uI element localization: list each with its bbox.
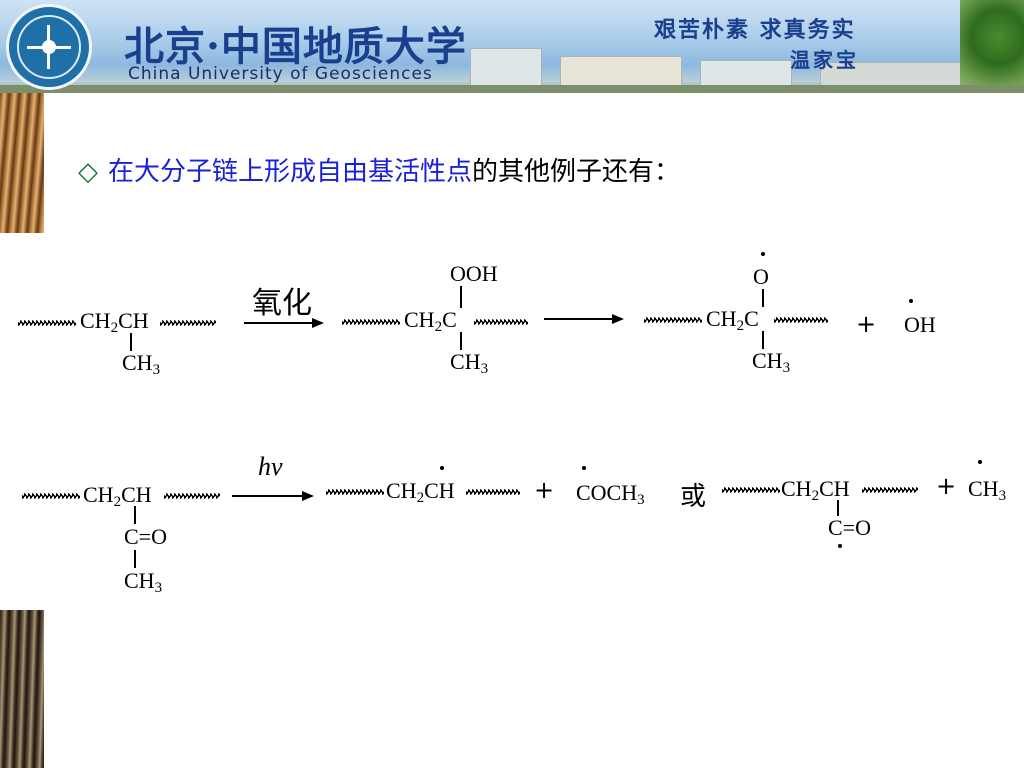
diamond-bullet-icon: ◇	[78, 157, 98, 187]
bond-line	[134, 550, 136, 568]
r1-product-main: CH2C	[706, 306, 759, 334]
slide-heading: ◇ 在大分子链上形成自由基活性点的其他例子还有：	[78, 152, 680, 192]
banner-trees	[960, 0, 1024, 93]
polymer-chain-wave	[774, 316, 828, 324]
bond-line	[460, 332, 462, 350]
polymer-chain-wave	[474, 318, 528, 326]
motto-line-2: 温家宝	[790, 48, 859, 72]
bond-line	[460, 286, 462, 308]
r1-intermediate-top: OOH	[450, 261, 498, 286]
polymer-chain-wave	[466, 488, 520, 496]
polymer-chain-wave	[160, 319, 216, 327]
r2-arrow-label: hν	[258, 452, 283, 481]
r1-product-top: O	[753, 264, 769, 289]
radical-dot-icon	[909, 299, 913, 303]
radical-dot-icon	[838, 544, 842, 548]
polymer-chain-wave	[18, 319, 76, 327]
radical-dot-icon	[440, 466, 444, 470]
bond-line	[837, 500, 839, 516]
side-decoration-bottom	[0, 610, 44, 768]
polymer-chain-wave	[326, 488, 384, 496]
reaction-arrow-line	[232, 495, 304, 497]
university-logo-icon	[6, 4, 92, 90]
arrow-head-icon	[302, 491, 314, 501]
r1-intermediate-substituent: CH3	[450, 349, 489, 377]
r2-product3-carbonyl: C=O	[828, 515, 871, 540]
r2-reactant-main: CH2CH	[83, 482, 152, 510]
polymer-chain-wave	[164, 492, 220, 500]
r2-product4: CH3	[968, 476, 1007, 504]
bond-line	[762, 331, 764, 349]
polymer-chain-wave	[644, 316, 702, 324]
polymer-chain-wave	[722, 486, 780, 494]
r1-reactant-main: CH2CH	[80, 308, 149, 336]
reaction-arrow-line	[244, 322, 314, 324]
university-name-en: China University of Geosciences	[128, 64, 433, 84]
r1-byproduct: OH	[904, 312, 936, 337]
r2-product3-main: CH2CH	[781, 476, 850, 504]
header-banner: 北京·中国地质大学 China University of Geoscience…	[0, 0, 1024, 93]
bond-line	[130, 333, 132, 351]
r2-reactant-carbonyl: C=O	[124, 524, 167, 549]
r1-arrow-label: 氧化	[252, 286, 312, 321]
r2-product2: COCH3	[576, 480, 645, 508]
r1-intermediate-main: CH2C	[404, 307, 457, 335]
bond-line	[134, 506, 136, 524]
r1-product-substituent: CH3	[752, 348, 791, 376]
banner-ground	[0, 85, 1024, 93]
motto-line-1: 艰苦朴素 求真务实	[654, 17, 856, 43]
heading-rest: 的其他例子还有：	[472, 157, 681, 187]
arrow-head-icon	[612, 314, 624, 324]
side-decoration-top	[0, 93, 44, 233]
or-word: 或	[680, 482, 707, 512]
radical-dot-icon	[582, 466, 586, 470]
r2-reactant-substituent: CH3	[124, 568, 163, 596]
plus-sign: +	[856, 310, 877, 338]
polymer-chain-wave	[342, 318, 400, 326]
polymer-chain-wave	[862, 486, 918, 494]
arrow-head-icon	[312, 318, 324, 328]
university-name-cn: 北京·中国地质大学	[124, 23, 467, 70]
radical-dot-icon	[761, 252, 765, 256]
r2-product1-main: CH2CH	[386, 478, 455, 506]
polymer-chain-wave	[22, 492, 80, 500]
plus-sign: +	[534, 476, 555, 504]
plus-sign: +	[936, 472, 957, 500]
r1-reactant-substituent: CH3	[122, 350, 161, 378]
heading-highlight: 在大分子链上形成自由基活性点	[108, 157, 473, 187]
reaction-arrow-line	[544, 318, 614, 320]
bond-line	[762, 289, 764, 307]
radical-dot-icon	[978, 460, 982, 464]
